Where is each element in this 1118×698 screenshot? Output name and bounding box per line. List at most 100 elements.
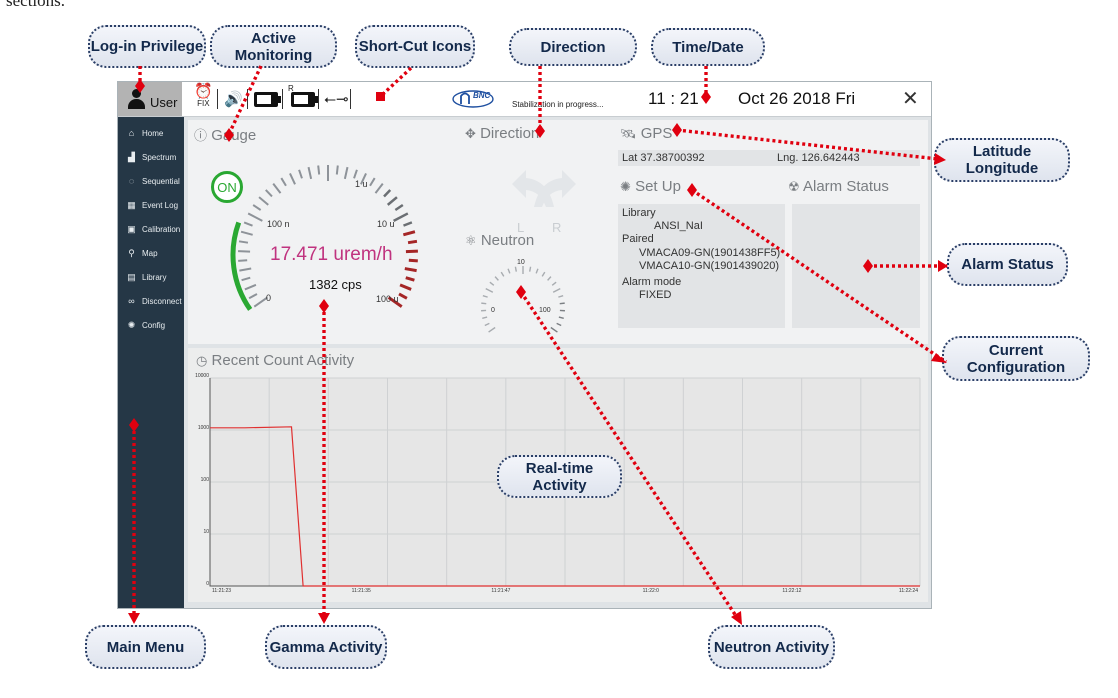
remote-label: R	[288, 84, 294, 93]
neutron-tick-0: 0	[491, 307, 495, 314]
menu-item-label: Map	[142, 248, 158, 258]
atom-icon: ⚛	[465, 233, 477, 248]
usb-icon[interactable]: ⭠⊸	[324, 91, 349, 108]
callout-login-privilege: Log-in Privilege	[88, 25, 206, 68]
x-tick-label: 11:22:24	[899, 588, 918, 594]
callout-latitude-longitude: Latitude Longitude	[934, 138, 1070, 182]
gauge-tick-mark	[253, 296, 268, 308]
paired-device-2: VMACA10-GN(1901439020)	[639, 260, 780, 272]
gauge-tick-mark	[369, 177, 376, 187]
gauge-icon: ⓘ	[194, 128, 208, 143]
speaker-icon[interactable]: 🔊	[224, 91, 243, 108]
direction-left-label: L	[517, 220, 525, 235]
alarm-status-box	[792, 204, 920, 328]
neutron-tick-mark	[529, 266, 532, 272]
y-tick-label: 1000	[198, 425, 209, 431]
gauge-tick-mark	[240, 230, 253, 236]
neutron-tick-mark	[552, 287, 561, 293]
neutron-tick-100: 100	[539, 307, 551, 314]
menu-item-label: Sequential	[142, 176, 180, 186]
battery-icon[interactable]	[254, 87, 281, 111]
menu-item-disconnect[interactable]: ∞Disconnect	[126, 293, 182, 309]
gauge-tick-mark	[243, 221, 253, 227]
gauge-tick-mark	[241, 276, 251, 282]
y-tick-label: 0	[206, 581, 209, 587]
neutron-tick-mark	[556, 322, 562, 327]
menu-item-calibration[interactable]: ▣Calibration	[126, 221, 180, 237]
gamma-gauge	[230, 165, 418, 311]
gauge-tick-mark	[298, 169, 303, 179]
menu-item-library[interactable]: ▤ Library	[126, 269, 166, 285]
library-icon: ▤	[127, 271, 136, 282]
fix-label: FIX	[197, 99, 210, 108]
menu-item-label: Config	[142, 320, 166, 330]
neutron-tick-mark	[488, 326, 496, 333]
menu-item-config[interactable]: ✺Config	[126, 317, 165, 333]
menu-item-label: Library	[142, 272, 167, 282]
gauge-tick-mark	[408, 258, 418, 263]
gamma-cps: 1382 cps	[309, 277, 362, 292]
gauge-tick-mark	[394, 203, 404, 212]
library-label: Library	[622, 207, 656, 219]
alarm-mode-value: FIXED	[639, 289, 672, 301]
active-monitoring-toggle[interactable]: ON	[211, 171, 243, 203]
separator	[217, 89, 218, 109]
neutron-tick-mark	[484, 322, 490, 327]
gauge-tick-mark	[398, 292, 408, 300]
x-tick-label: 11:21:23	[212, 588, 231, 594]
gauge-tick-mark	[353, 169, 358, 179]
menu-item-label: Home	[142, 128, 164, 138]
bnc-logo-icon: BNC	[452, 90, 494, 108]
x-tick-label: 11:21:47	[491, 588, 510, 594]
direction-right-label: R	[552, 220, 562, 235]
map-icon: ⚲	[128, 247, 135, 258]
direction-title: ✥ Direction	[465, 125, 540, 142]
arrowhead-neutron	[731, 611, 742, 625]
gauge-tick-mark	[239, 267, 252, 272]
right-arrow-icon	[534, 170, 576, 207]
direction-arrows	[512, 170, 576, 207]
alarm-clock-icon[interactable]: ⏰ FIX	[194, 83, 213, 108]
gauge-level-arc	[230, 221, 253, 311]
menu-item-home[interactable]: ⌂Home	[126, 125, 164, 141]
close-button[interactable]: ✕	[902, 88, 919, 110]
neutron-tick-mark	[507, 268, 511, 274]
gauge-tick-mark	[360, 173, 367, 185]
callout-neutron-activity: Neutron Activity	[708, 625, 835, 669]
menu-item-label: Disconnect	[142, 296, 182, 306]
menu-item-label: Calibration	[142, 224, 181, 234]
user-icon	[128, 89, 145, 109]
gauge-tick-mark	[238, 240, 249, 244]
y-tick-label: 10000	[195, 373, 209, 379]
satellite-icon: 🛰	[620, 126, 637, 141]
gauge-tick-mark	[399, 283, 412, 291]
callout-active-monitoring: Active Monitoring	[210, 25, 337, 68]
library-value: ANSI_NaI	[654, 220, 703, 232]
clock-date: Oct 26 2018 Fri	[738, 89, 856, 108]
user-label: User	[150, 94, 178, 110]
gauge-tick-mark	[280, 177, 287, 187]
callout-gamma-activity: Gamma Activity	[265, 625, 387, 669]
neutron-title: ⚛ Neutron	[465, 232, 535, 249]
menu-item-sequential[interactable]: ◌Sequential	[126, 173, 180, 189]
menu-item-label: Spectrum	[142, 152, 177, 162]
menu-item-map[interactable]: ⚲ Map	[126, 245, 158, 261]
menu-item-spectrum[interactable]: ▟Spectrum	[126, 149, 176, 165]
gauge-tick-mark	[387, 296, 403, 308]
gauge-tick-mark	[405, 249, 418, 254]
gps-longitude: Lng. 126.642443	[777, 152, 860, 164]
neutron-tick-mark	[541, 271, 546, 277]
neutron-tick-mark	[485, 287, 494, 293]
neutron-tick-mark	[514, 266, 517, 272]
remote-battery-icon[interactable]	[291, 87, 318, 111]
user-privilege[interactable]: User	[118, 82, 182, 116]
separator	[318, 89, 319, 109]
separator	[350, 89, 351, 109]
neutron-tick-mark	[500, 271, 505, 277]
menu-item-event-log[interactable]: ▦Event Log	[126, 197, 178, 213]
arrowhead-gamma	[318, 613, 330, 624]
callout-current-configuration: Current Configuration	[942, 336, 1090, 381]
caption-fragment: sections.	[6, 0, 66, 10]
neutron-tick-mark	[551, 281, 557, 286]
neutron-tick-mark	[494, 276, 499, 281]
